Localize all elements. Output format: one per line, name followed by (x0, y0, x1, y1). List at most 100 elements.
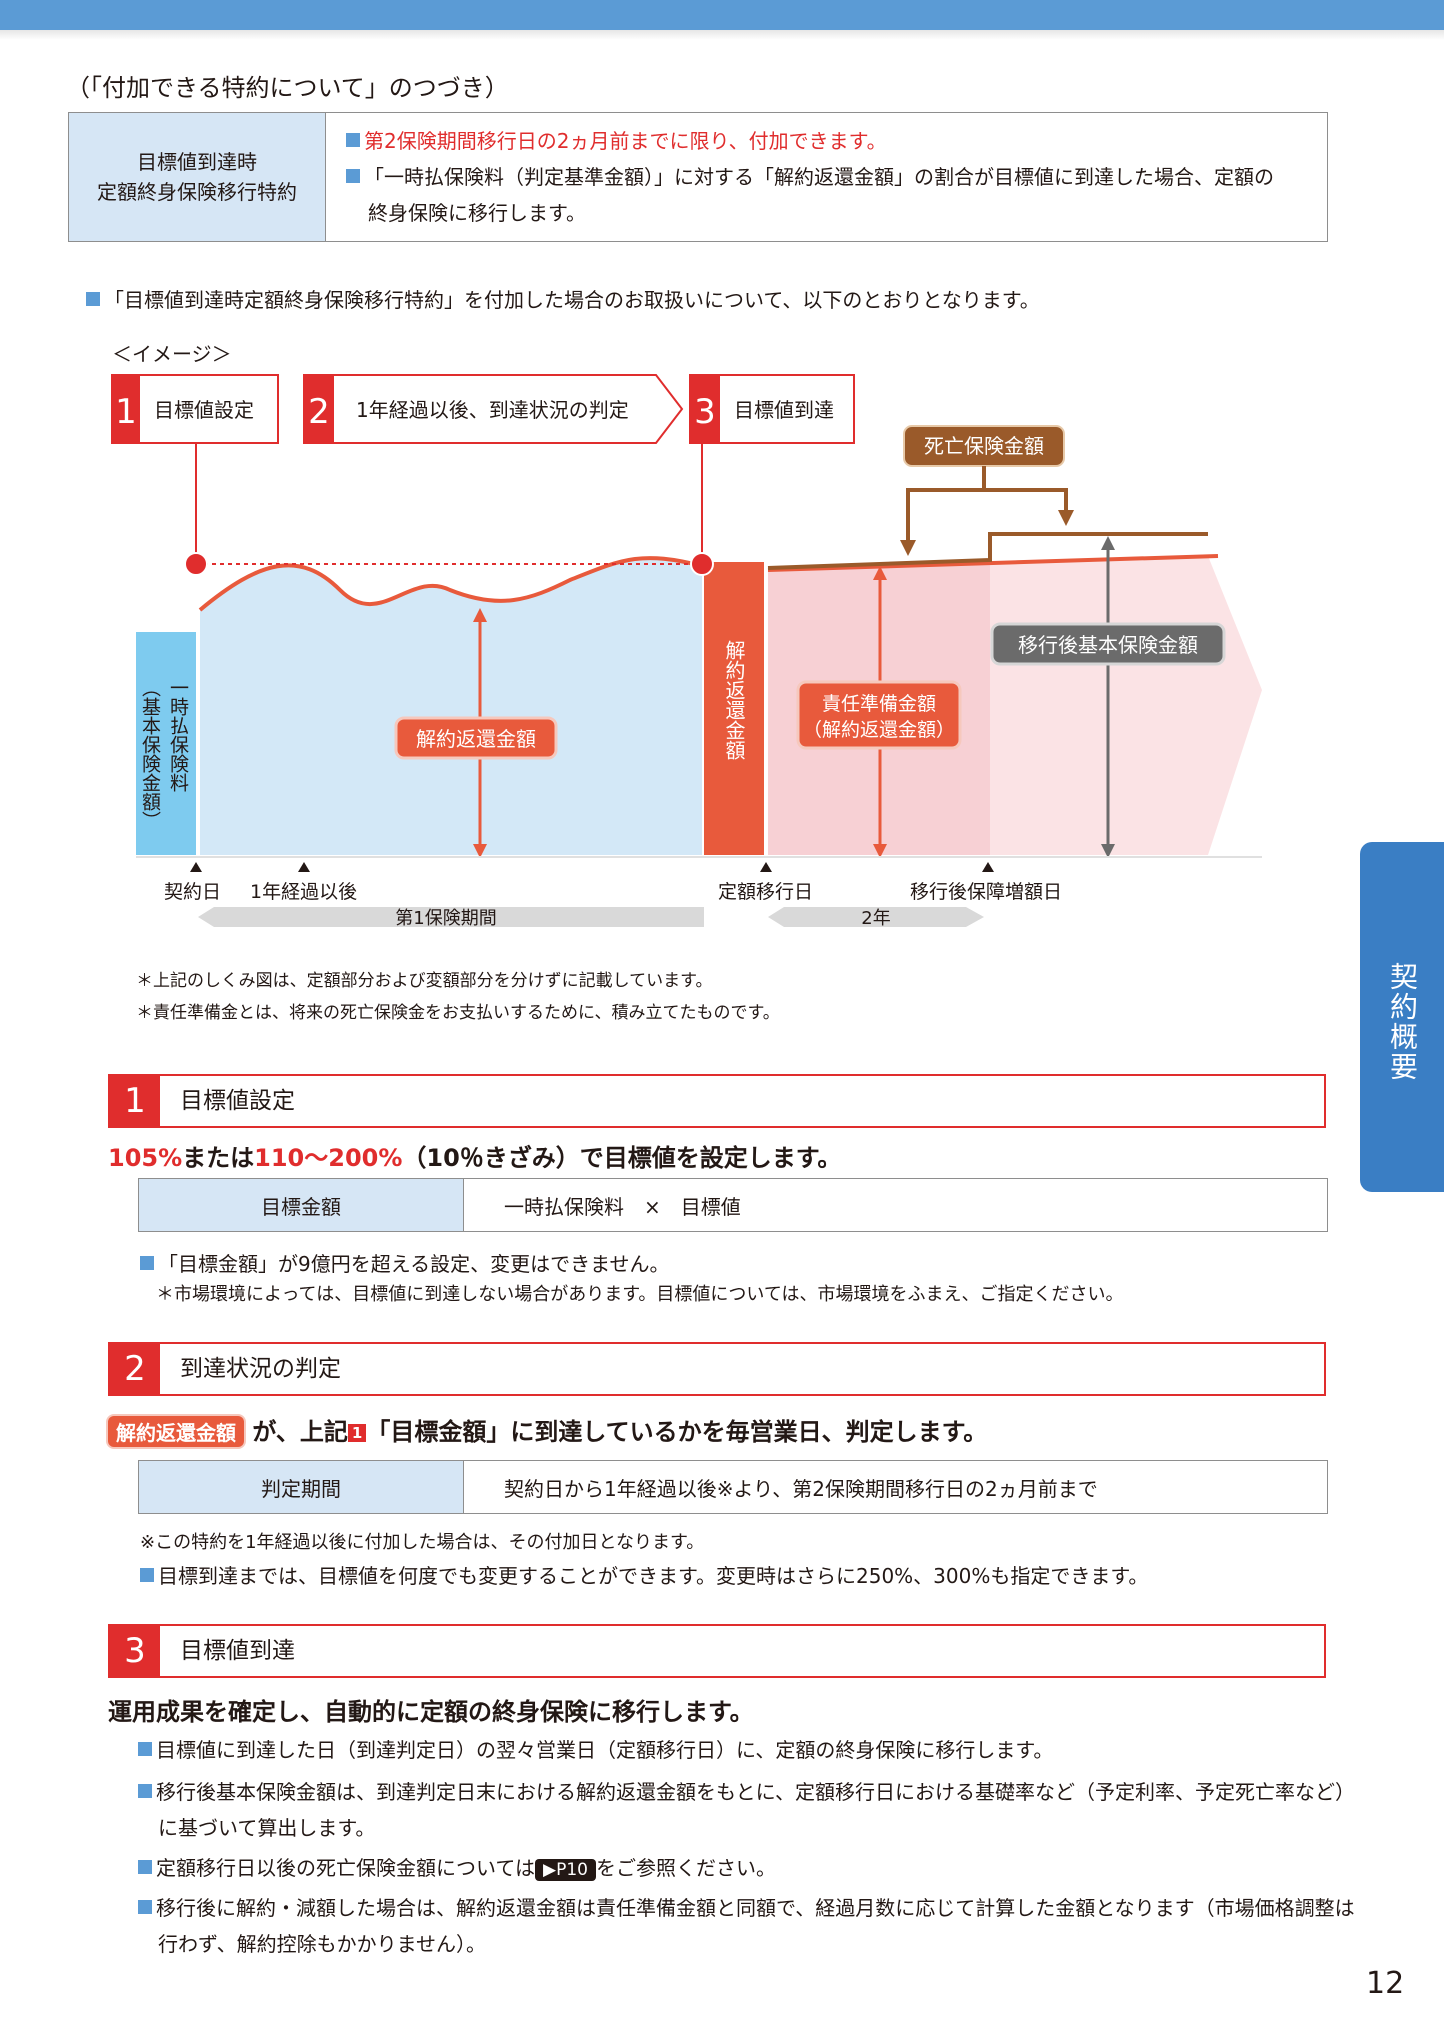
growth-area (200, 558, 702, 855)
bullet-square-icon (138, 1900, 152, 1914)
bullet-square-icon (86, 292, 100, 306)
intro-text: 「目標値到達時定額終身保険移行特約」を付加した場合のお取扱いについて、以下のとお… (104, 288, 1040, 312)
section3-bullet4-line1: 移行後に解約・減額した場合は、解約返還金額は責任準備金額と同額で、経過月数に応じ… (156, 1896, 1355, 1920)
death-arrow-right-icon (1058, 510, 1074, 526)
reserve-tag (796, 680, 962, 750)
section1-note1-text: 「目標金額」が9億円を超える設定、変更はできません。 (158, 1252, 670, 1276)
tick-contract-icon (190, 862, 202, 872)
section1-title: 目標値設定 (180, 1088, 295, 1114)
footnote-1: ＊上記のしくみ図は、定額部分および変額部分を分けずに記載しています。 (136, 971, 713, 991)
page-ref-p10-link[interactable]: ▶P10 (535, 1859, 596, 1881)
premium-bar-label-1: （基本保険金額） (139, 678, 161, 830)
mini-num-1: 1 (347, 1424, 367, 1442)
section1-lead: 105%または110〜200%（10％きざみ）で目標値を設定します。 (108, 1138, 841, 1173)
section2-num: 2 (110, 1344, 160, 1394)
rider-bullet-2: 「一時払保険料（判定基準金額）」に対する「解約返還金額」の割合が目標値に到達した… (346, 159, 1311, 195)
bullet-square-icon (138, 1784, 152, 1798)
top-color-bar (0, 0, 1444, 30)
axis-fixed-day: 定額移行日 (718, 881, 813, 903)
period1-band (198, 907, 704, 927)
step3-label: 目標値到達 (734, 398, 834, 422)
section2-note2-text: 目標到達までは、目標値を何度でも変更することができます。変更時はさらに250%、… (158, 1564, 1149, 1588)
section3-bullet2-line2: に基づいて算出します。 (158, 1816, 376, 1840)
footnote-2: ＊責任準備金とは、将来の死亡保険金をお支払いするために、積み立てたものです。 (136, 1003, 780, 1023)
death-bracket-left (906, 466, 986, 544)
tick-one-year-icon (298, 862, 310, 872)
target-dot-start (184, 552, 208, 576)
rider-table: 目標値到達時 定額終身保険移行特約 第2保険期間移行日の2ヵ月前までに限り、付加… (68, 112, 1328, 242)
period2-label: 2年 (861, 908, 890, 929)
death-bracket-right (984, 488, 1068, 512)
rider-bullet-1: 第2保険期間移行日の2ヵ月前までに限り、付加できます。 (346, 123, 1311, 159)
section1-num: 1 (110, 1076, 160, 1126)
reserve-line (767, 554, 1219, 572)
lead2-b: 「目標金額」に到達しているかを毎営業日、判定します。 (366, 1418, 988, 1446)
section2-note1: ※この特約を1年経過以後に付加した場合は、その付加日となります。 (140, 1532, 705, 1553)
judgment-period-head: 判定期間 (138, 1460, 464, 1514)
bullet-square-icon (140, 1256, 154, 1270)
lead-105: 105% (108, 1144, 183, 1172)
surrender-inline-tag: 解約返還金額 (108, 1416, 244, 1447)
section1-note1: 「目標金額」が9億円を超える設定、変更はできません。 (140, 1248, 670, 1277)
target-amount-table: 目標金額 一時払保険料 × 目標値 (138, 1178, 1328, 1232)
step2-label: 1年経過以後、到達状況の判定 (356, 398, 629, 422)
mechanism-diagram: （基本保険金額） 一時払保険料 解約返還金額 1 目標値設定 2 1年経過以後、… (111, 374, 1262, 929)
section3-title: 目標値到達 (180, 1638, 295, 1664)
reserve-tag-line1: 責任準備金額 (822, 693, 936, 715)
section3-bullet4-line2: 行わず、解約控除もかかりません）。 (158, 1932, 486, 1956)
lead-rest: （10％きざみ）で目標値を設定します。 (402, 1144, 842, 1172)
section3-bullet3-b: をご参照ください。 (595, 1856, 776, 1880)
post-basic-label: 移行後基本保険金額 (1018, 633, 1198, 657)
step2-box: 2 1年経過以後、到達状況の判定 (303, 374, 684, 444)
judgment-period-value: 契約日から1年経過以後※より、第2保険期間移行日の2ヵ月前まで (504, 1476, 1098, 1501)
rider-bullet-2-line2: 終身保険に移行します。 (368, 201, 586, 225)
section3-header: 3 目標値到達 (108, 1624, 1326, 1678)
rider-bullet-1-text: 第2保険期間移行日の2ヵ月前までに限り、付加できます。 (364, 129, 887, 153)
step3-box: 3 目標値到達 (689, 374, 855, 444)
section2-header: 2 到達状況の判定 (108, 1342, 1326, 1396)
rider-name-line1: 目標値到達時 (137, 150, 257, 174)
bullet-square-icon (140, 1568, 154, 1582)
surrender-tag-label: 解約返還金額 (416, 727, 536, 751)
step1-num: 1 (115, 392, 137, 432)
period2-band (768, 907, 984, 927)
post-basic-tag (990, 622, 1226, 666)
section1-note2: ＊市場環境によっては、目標値に到達しない場合があります。目標値については、市場環… (156, 1284, 1124, 1305)
surrender-bar-label: 解約返還金額 (722, 640, 746, 760)
section3-bullet4: 移行後に解約・減額した場合は、解約返還金額は責任準備金額と同額で、経過月数に応じ… (138, 1892, 1355, 1921)
death-benefit-label: 死亡保険金額 (924, 434, 1044, 458)
section3-bullet2: 移行後基本保険金額は、到達判定日末における解約返還金額をもとに、定額移行日におけ… (138, 1776, 1355, 1805)
judgment-period-table: 判定期間 契約日から1年経過以後※より、第2保険期間移行日の2ヵ月前まで (138, 1460, 1328, 1514)
section3-bullet1: 目標値に到達した日（到達判定日）の翌々営業日（定額移行日）に、定額の終身保険に移… (138, 1734, 1053, 1763)
target-amount-value: 一時払保険料 × 目標値 (504, 1194, 741, 1219)
lead-or: または (182, 1144, 255, 1172)
reserve-tag-line2: （解約返還金額） (803, 719, 955, 741)
section2-title: 到達状況の判定 (180, 1356, 341, 1382)
bullet-square-icon (138, 1742, 152, 1756)
post-area (990, 556, 1262, 855)
step1-label: 目標値設定 (154, 398, 254, 422)
section3-bullet2-line1: 移行後基本保険金額は、到達判定日末における解約返還金額をもとに、定額移行日におけ… (156, 1780, 1355, 1804)
rider-bullet-2-line1: 「一時払保険料（判定基準金額）」に対する「解約返還金額」の割合が目標値に到達した… (364, 165, 1274, 189)
bullet-square-icon (138, 1860, 152, 1874)
bullet-square-icon (346, 169, 360, 183)
target-dot-end (690, 552, 714, 576)
rider-name-cell: 目標値到達時 定額終身保険移行特約 (68, 112, 326, 242)
bullet-square-icon (346, 133, 360, 147)
image-label: ＜イメージ＞ (112, 342, 232, 366)
period1-label: 第1保険期間 (395, 908, 496, 929)
target-amount-head: 目標金額 (138, 1178, 464, 1232)
lead2-a: が、上記 (252, 1418, 348, 1446)
rider-description-cell: 第2保険期間移行日の2ヵ月前までに限り、付加できます。 「一時払保険料（判定基準… (326, 113, 1328, 242)
side-tab-contract-overview[interactable] (1360, 842, 1444, 1192)
intro-line: 「目標値到達時定額終身保険移行特約」を付加した場合のお取扱いについて、以下のとお… (86, 284, 1040, 313)
top-bar-shadow (0, 30, 1444, 40)
step3-num: 3 (694, 392, 716, 432)
section3-bullet3-a: 定額移行日以後の死亡保険金額については (156, 1856, 535, 1880)
premium-bar (136, 632, 196, 855)
death-benefit-line (767, 532, 1208, 570)
surrender-tag (394, 716, 558, 760)
tick-increase-day-icon (982, 862, 994, 872)
